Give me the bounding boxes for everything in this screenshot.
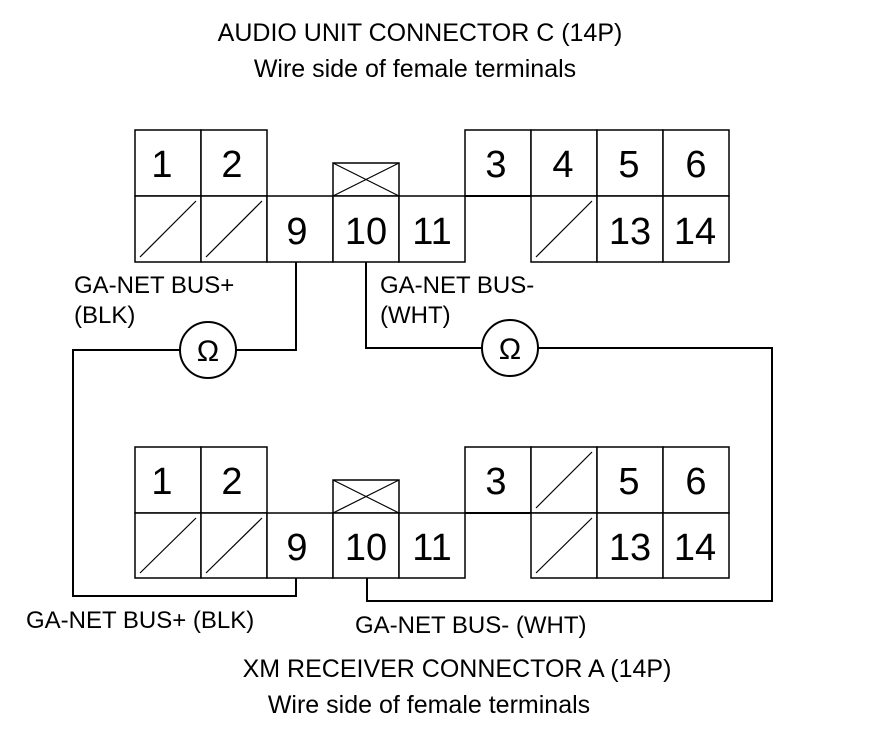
xm-connector-subtitle: Wire side of female terminals <box>268 691 590 719</box>
pin-3-label: 3 <box>485 461 506 503</box>
pin-6-label: 6 <box>685 461 706 503</box>
bottom-bus-minus-label: GA-NET BUS- (WHT) <box>355 612 587 639</box>
pin-cell-10 <box>332 512 400 579</box>
pin-cell-14 <box>662 195 730 263</box>
pin-cell-6 <box>662 129 730 197</box>
pin-cell-2 <box>200 446 268 514</box>
ohmmeter-icon: Ω <box>481 319 539 377</box>
pin-14-label: 14 <box>674 211 716 253</box>
pin-cell-5 <box>596 129 664 197</box>
ohmmeter-icon: Ω <box>179 321 237 379</box>
pin-10-label: 10 <box>345 527 387 569</box>
lock-tab-icon <box>332 162 400 197</box>
pin-1-label: 1 <box>151 461 172 503</box>
top-bus-minus-label: GA-NET BUS- <box>380 272 534 299</box>
pin-14-label: 14 <box>674 527 716 569</box>
pin-11-label: 11 <box>412 527 451 569</box>
pin-cell-10 <box>332 195 400 263</box>
ohm-symbol: Ω <box>197 335 219 368</box>
audio-unit-connector: AUDIO UNIT CONNECTOR C (14P) Wire side o… <box>74 19 730 329</box>
test-leads: Ω Ω <box>72 262 773 602</box>
pin-cell-1 <box>134 129 202 197</box>
pin-2-label: 2 <box>221 144 242 186</box>
top-bus-plus-label: GA-NET BUS+ <box>74 272 234 299</box>
pin-cell-9 <box>266 195 334 263</box>
pin-10-label: 10 <box>345 211 387 253</box>
xm-receiver-connector: 1 2 3 5 6 9 10 11 13 14 GA-NET BUS+ (BLK… <box>26 446 730 719</box>
pin-cell-9 <box>266 512 334 579</box>
bottom-bus-plus-label: GA-NET BUS+ (BLK) <box>26 607 254 634</box>
pin-cell-6 <box>662 446 730 514</box>
pin-1-label: 1 <box>151 144 172 186</box>
pin-cell-5 <box>596 446 664 514</box>
top-bus-plus-color: (BLK) <box>74 302 135 329</box>
pin-5-label: 5 <box>618 144 639 186</box>
pin-2-label: 2 <box>221 461 242 503</box>
xm-connector-title: XM RECEIVER CONNECTOR A (14P) <box>243 655 672 683</box>
top-bus-minus-color: (WHT) <box>380 302 451 329</box>
pin-11-label: 11 <box>412 211 451 253</box>
pin-13-label: 13 <box>609 211 651 253</box>
pin-4-label: 4 <box>552 144 573 186</box>
pin-9-label: 9 <box>286 211 307 253</box>
pin-5-label: 5 <box>618 461 639 503</box>
audio-connector-subtitle: Wire side of female terminals <box>254 55 576 83</box>
pin-cell-11 <box>398 195 466 263</box>
pin-9-label: 9 <box>286 527 307 569</box>
pin-cell-11 <box>398 512 466 579</box>
pin-13-label: 13 <box>609 527 651 569</box>
pin-3-label: 3 <box>485 144 506 186</box>
lock-tab-icon <box>332 479 400 514</box>
pin-6-label: 6 <box>685 144 706 186</box>
pin-cell-14 <box>662 512 730 579</box>
pin-cell-13 <box>596 195 664 263</box>
audio-connector-title: AUDIO UNIT CONNECTOR C (14P) <box>218 19 623 47</box>
pin-cell-3 <box>464 129 532 197</box>
ohm-symbol: Ω <box>499 333 521 366</box>
pin-cell-2 <box>200 129 268 197</box>
